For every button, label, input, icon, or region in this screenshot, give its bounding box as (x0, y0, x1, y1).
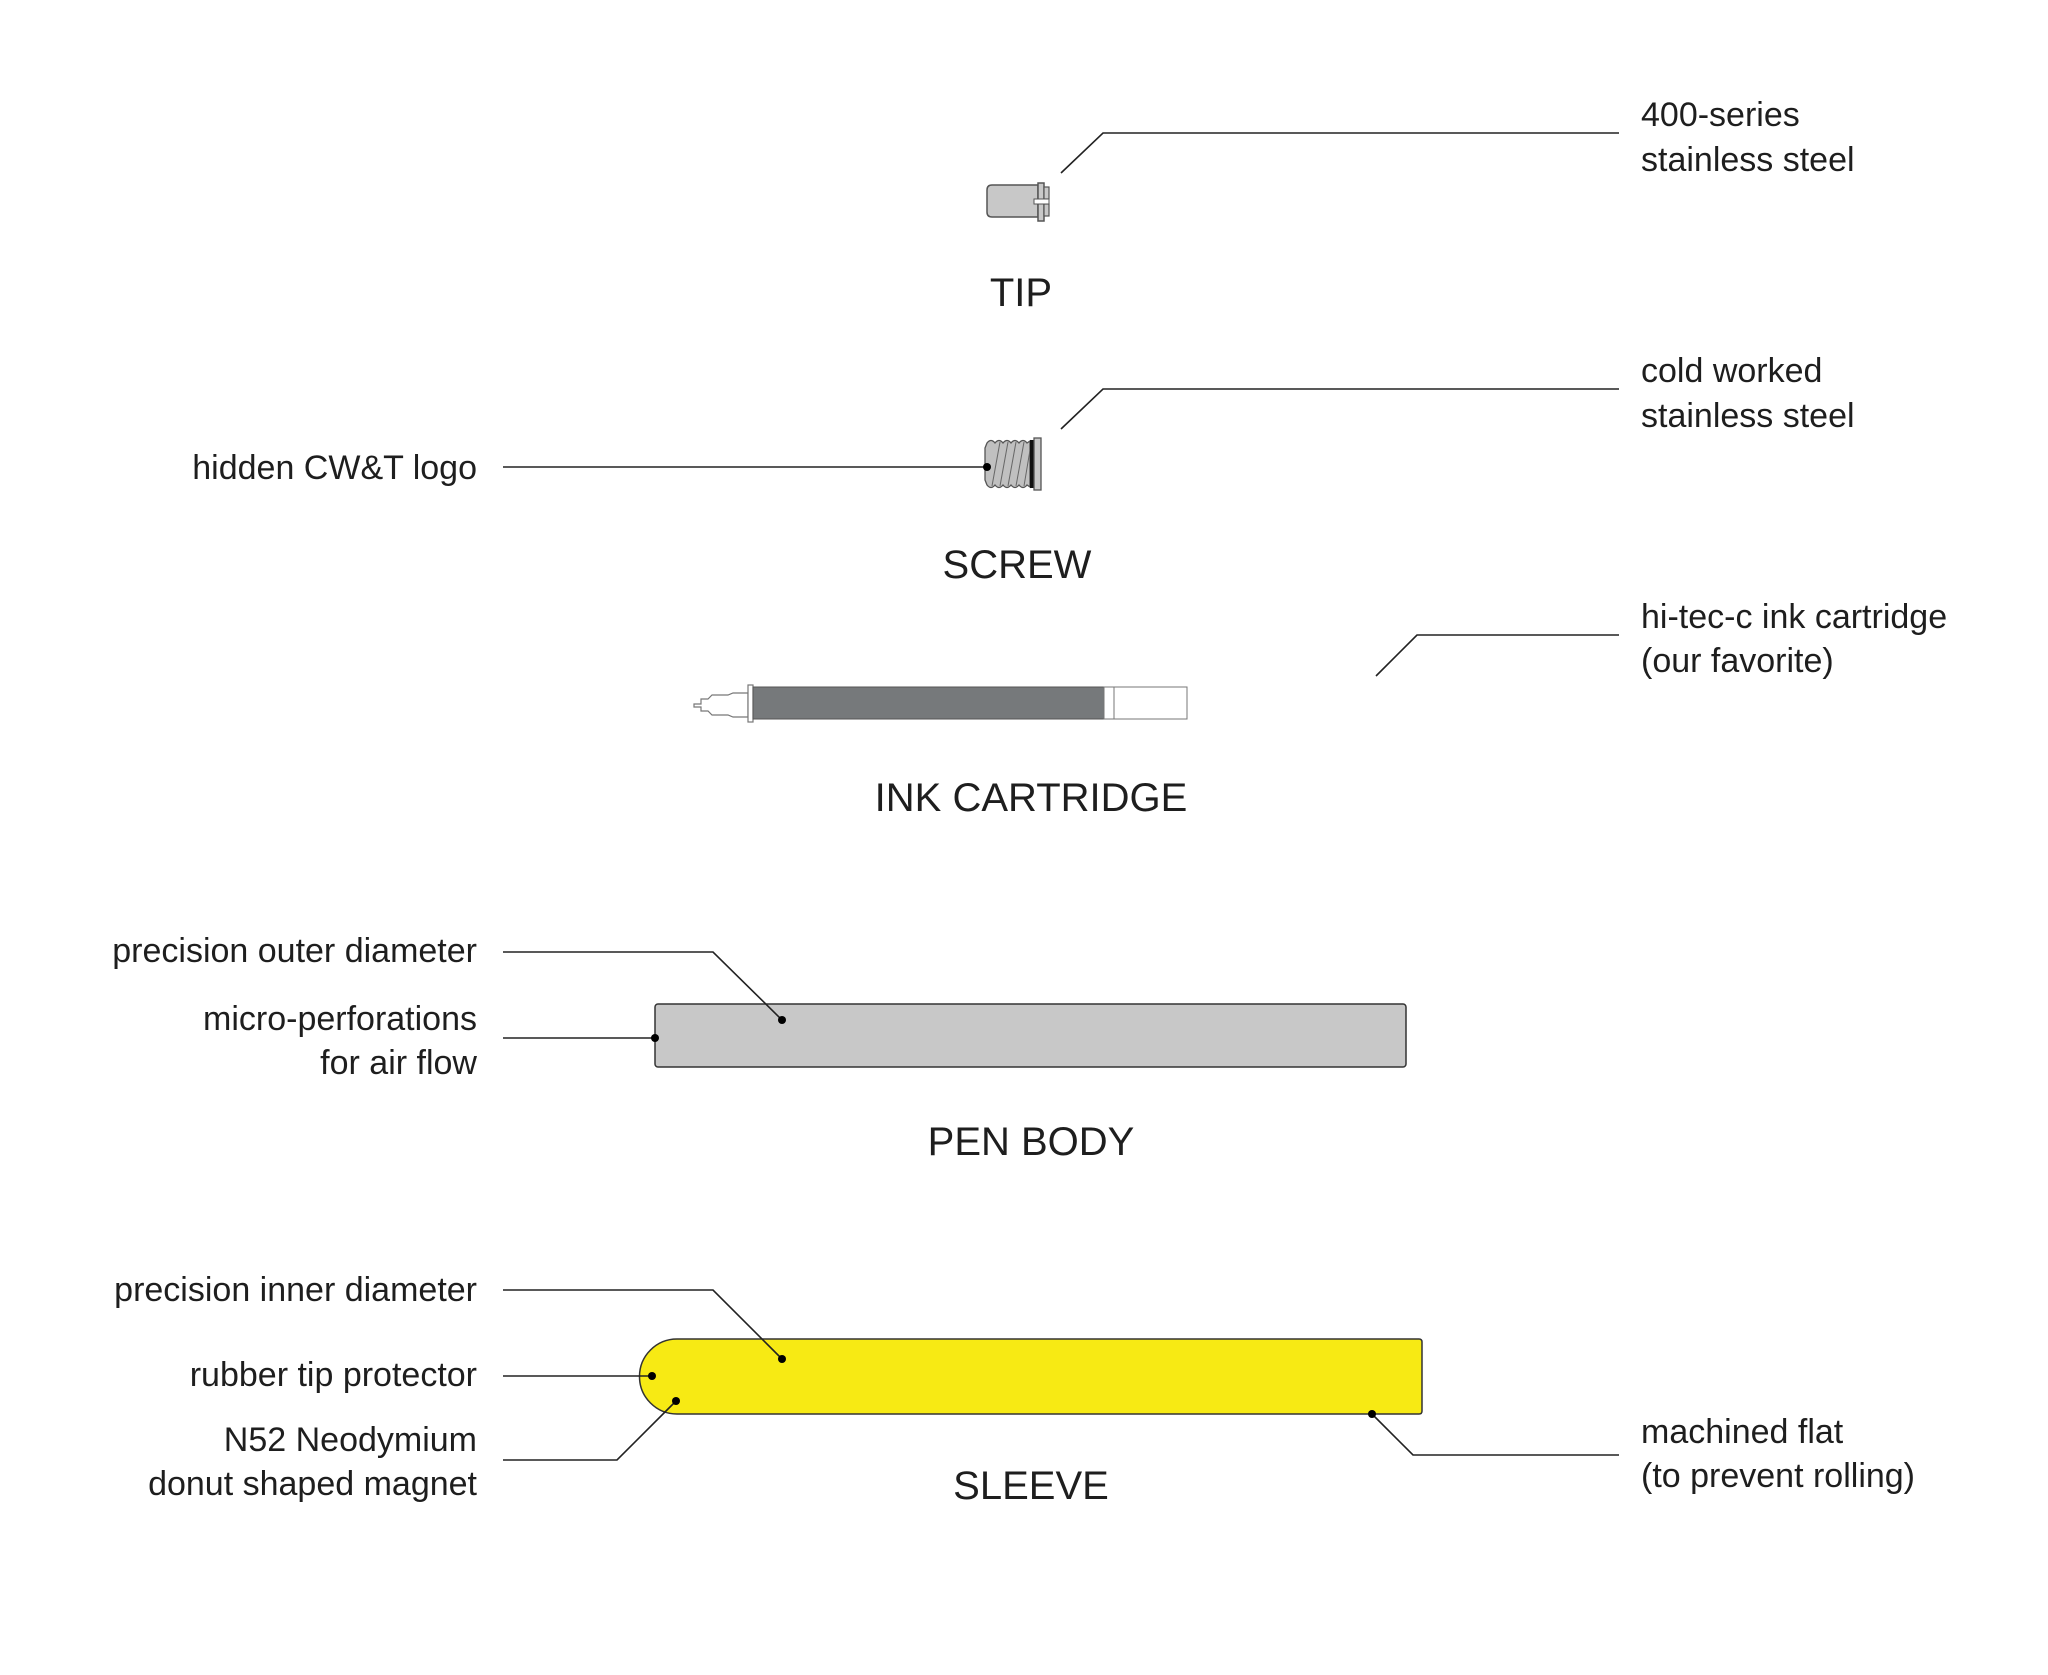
outer-diameter-callout-line (503, 951, 783, 1021)
inner-diameter-note: precision inner diameter (114, 1271, 477, 1309)
machined-flat-callout-line (1371, 1413, 1619, 1456)
ink-note-line1: hi-tec-c ink cartridge (1641, 598, 1947, 636)
perforation-note-line1: micro-perforations (203, 1000, 477, 1038)
ink-label: INK CARTRIDGE (875, 776, 1188, 820)
ink-cartridge-part (693, 684, 1188, 723)
rubber-tip-note: rubber tip protector (190, 1356, 477, 1394)
outer-diameter-dot (778, 1016, 786, 1024)
screw-label: SCREW (943, 543, 1092, 587)
magnet-note-line1: N52 Neodymium (224, 1421, 477, 1459)
tip-part (986, 182, 1050, 222)
logo-note: hidden CW&T logo (192, 449, 477, 487)
rubber-tip-dot (648, 1372, 656, 1380)
machined-flat-dot (1368, 1410, 1376, 1418)
sleeve-label: SLEEVE (953, 1464, 1109, 1508)
screw-note-line1: cold worked (1641, 352, 1822, 390)
machined-flat-note-line1: machined flat (1641, 1413, 1844, 1451)
pen-body-label: PEN BODY (928, 1120, 1135, 1164)
logo-callout-dot (983, 463, 991, 471)
screw-note-line2: stainless steel (1641, 397, 1855, 435)
pen-body-part (654, 1003, 1407, 1068)
inner-diameter-callout-line (503, 1289, 783, 1360)
magnet-note-line2: donut shaped magnet (148, 1465, 477, 1503)
ink-callout-line (1375, 634, 1619, 677)
ink-note-line2: (our favorite) (1641, 642, 1834, 680)
perforation-note-line2: for air flow (320, 1044, 477, 1082)
inner-diameter-dot (778, 1355, 786, 1363)
screw-part (984, 437, 1042, 491)
machined-flat-note-line2: (to prevent rolling) (1641, 1457, 1915, 1495)
tip-note-line2: stainless steel (1641, 141, 1855, 179)
outer-diameter-note: precision outer diameter (112, 932, 477, 970)
magnet-callout-line (503, 1400, 677, 1461)
tip-label: TIP (990, 271, 1052, 315)
tip-note-line1: 400-series (1641, 96, 1800, 134)
screw-callout-line (1060, 388, 1619, 430)
tip-callout-line (1060, 132, 1619, 174)
magnet-dot (672, 1397, 680, 1405)
sleeve-part (638, 1338, 1423, 1415)
perforation-dot (651, 1034, 659, 1042)
